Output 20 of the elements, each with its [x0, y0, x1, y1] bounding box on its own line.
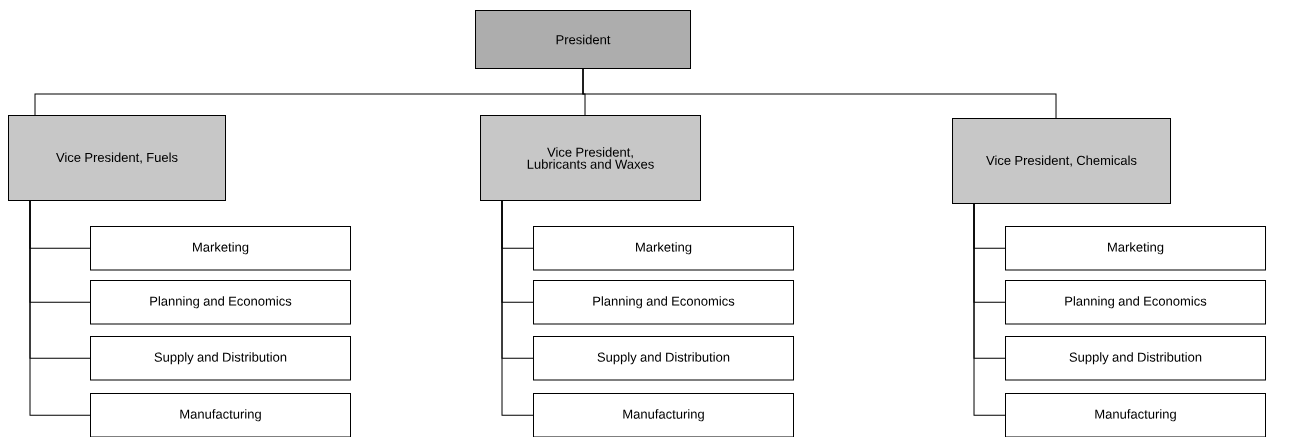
department-box: Manufacturing [1005, 393, 1266, 437]
department-box: Manufacturing [90, 393, 351, 437]
department-box: Planning and Economics [1005, 280, 1266, 325]
connector-line [501, 200, 534, 416]
connector-line [973, 203, 1006, 416]
department-box: Planning and Economics [533, 280, 794, 325]
department-box: Marketing [90, 226, 351, 271]
connector-line [582, 68, 1057, 119]
department-box: Manufacturing [533, 393, 794, 437]
department-box: Supply and Distribution [1005, 336, 1266, 381]
department-box: Supply and Distribution [90, 336, 351, 381]
vice-president-box: Vice President, Fuels [8, 115, 226, 201]
department-box: Supply and Distribution [533, 336, 794, 381]
vice-president-box: Vice President, Lubricants and Waxes [480, 115, 701, 201]
connector-line [29, 200, 91, 416]
department-box: Marketing [533, 226, 794, 271]
vice-president-box: Vice President, Chemicals [952, 118, 1171, 204]
department-box: Planning and Economics [90, 280, 351, 325]
president-box: President [475, 10, 691, 69]
department-box: Marketing [1005, 226, 1266, 271]
